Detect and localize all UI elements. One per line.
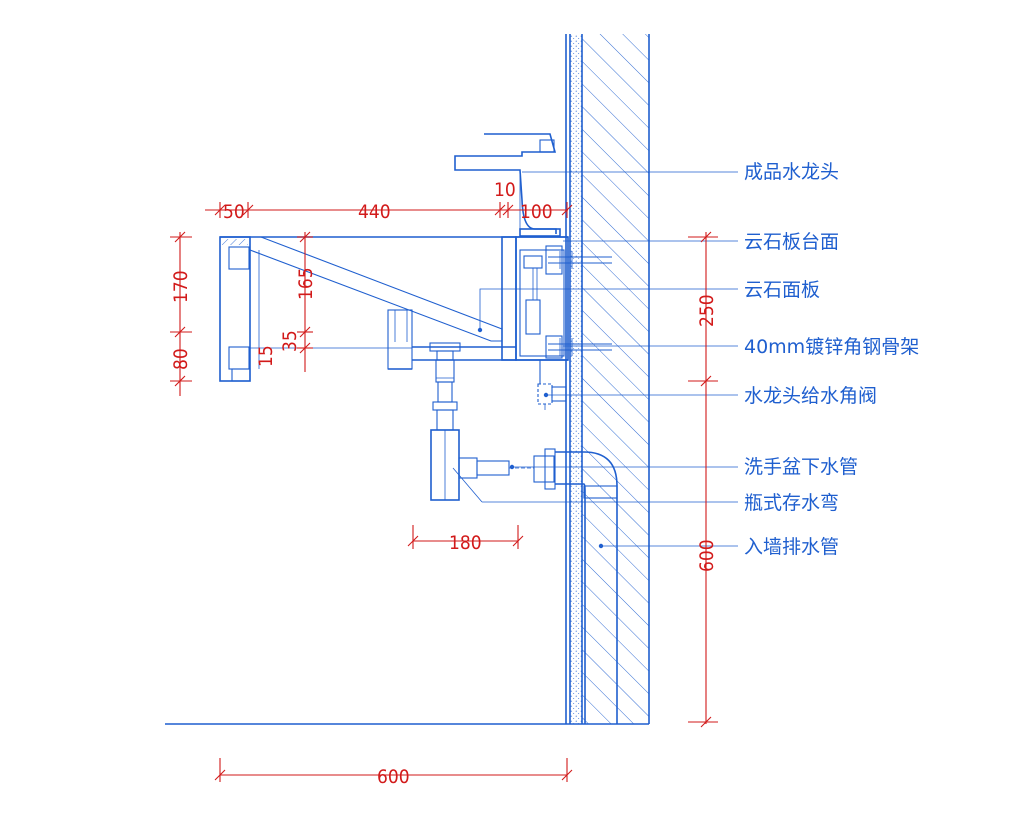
dim-440: 440 xyxy=(358,201,391,223)
dim-170: 170 xyxy=(170,270,192,303)
label-drain-pipe: 洗手盆下水管 xyxy=(744,456,858,478)
basin xyxy=(219,236,568,382)
dim-600-bottom: 600 xyxy=(377,766,410,788)
label-wall-drain: 入墙排水管 xyxy=(744,536,839,558)
dim-35: 35 xyxy=(279,330,301,352)
dim-180: 180 xyxy=(449,532,482,554)
drain-pipe xyxy=(458,448,618,724)
dim-50: 50 xyxy=(223,201,245,223)
dim-80: 80 xyxy=(170,348,192,370)
dim-250: 250 xyxy=(696,294,718,327)
dim-165: 165 xyxy=(295,267,317,300)
sloped-marble-panel xyxy=(249,236,503,342)
dim-600-right: 600 xyxy=(696,539,718,572)
labels: 成品水龙头 云石板台面 云石面板 40mm镀锌角钢骨架 水龙头给水角阀 洗手盆下… xyxy=(744,161,919,558)
label-bottle-trap: 瓶式存水弯 xyxy=(744,492,839,514)
bottle-trap xyxy=(430,359,460,501)
dim-10: 10 xyxy=(494,179,516,201)
angle-valve xyxy=(537,360,567,410)
wall-masonry xyxy=(582,34,649,724)
faucet xyxy=(454,133,561,237)
wall xyxy=(565,34,650,724)
dim-100: 100 xyxy=(520,201,553,223)
label-marble-countertop: 云石板台面 xyxy=(744,231,839,253)
wall-plaster-layer xyxy=(570,34,582,724)
label-marble-panel: 云石面板 xyxy=(744,279,820,301)
label-steel-frame: 40mm镀锌角钢骨架 xyxy=(744,336,919,358)
label-angle-valve: 水龙头给水角阀 xyxy=(744,385,877,407)
label-faucet: 成品水龙头 xyxy=(744,161,839,183)
dimensions: 50 440 10 100 170 80 165 35 15 250 60 xyxy=(170,179,718,788)
basin-front-wall xyxy=(219,236,251,382)
steel-frame xyxy=(515,236,612,361)
dim-15: 15 xyxy=(255,345,277,367)
